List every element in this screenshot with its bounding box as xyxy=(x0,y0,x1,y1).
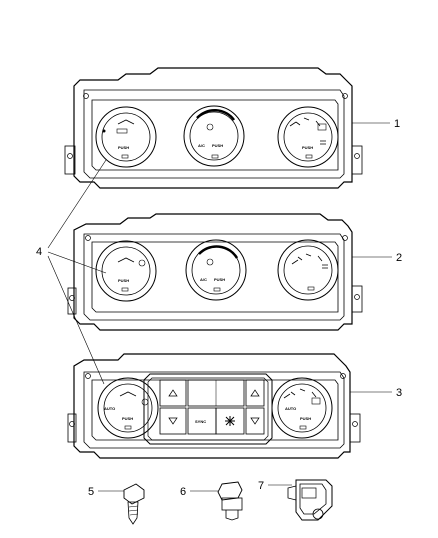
panel1-mode-knob[interactable]: PUSH xyxy=(277,106,339,168)
callout-5: 5 xyxy=(88,486,94,498)
panel3-sync-button[interactable]: SYNC xyxy=(187,407,217,435)
climate-control-panel-2: PUSH A/C PUSH xyxy=(67,213,363,331)
panel3-sync-label: SYNC xyxy=(195,419,206,424)
part-5-screw xyxy=(123,483,145,525)
panel3-mode-knob[interactable]: AUTO PUSH xyxy=(271,377,333,439)
panel1-temperature-knob-left[interactable]: PUSH xyxy=(95,106,157,168)
climate-control-panel-3: AUTO PUSH SYNC xyxy=(67,353,361,459)
callout-7: 7 xyxy=(258,480,264,492)
panel3-left-auto-label: AUTO xyxy=(104,406,115,411)
panel3-fan-button[interactable] xyxy=(215,407,245,435)
panel2-left-push-label: PUSH xyxy=(118,278,129,283)
panel1-right-push-label: PUSH xyxy=(302,145,313,150)
panel2-center-push-label: PUSH xyxy=(214,277,225,282)
panel1-ac-label: A/C xyxy=(198,143,205,148)
callout-3: 3 xyxy=(396,387,402,399)
callout-2: 2 xyxy=(396,252,402,264)
panel3-left-push-label: PUSH xyxy=(122,416,133,421)
panel3-temp-down-button[interactable] xyxy=(159,407,187,435)
panel3-display xyxy=(187,379,245,407)
panel3-right-temp-down-button[interactable] xyxy=(245,407,265,435)
fan-icon xyxy=(225,416,235,426)
panel3-temp-up-button[interactable] xyxy=(159,379,187,407)
panel3-center-button-block: SYNC xyxy=(143,373,273,445)
panel1-left-push-label: PUSH xyxy=(118,145,129,150)
climate-control-panel-1: PUSH A/C PUSH PUSH xyxy=(64,67,363,189)
panel2-ac-label: A/C xyxy=(200,277,207,282)
callout-4: 4 xyxy=(36,246,42,258)
panel3-temperature-knob-left[interactable]: AUTO PUSH xyxy=(97,377,159,439)
callout-1: 1 xyxy=(394,118,400,130)
panel3-right-temp-up-button[interactable] xyxy=(245,379,265,407)
panel2-fan-knob[interactable]: A/C PUSH xyxy=(185,239,247,301)
panel3-right-push-label: PUSH xyxy=(300,416,311,421)
part-7-sensor xyxy=(287,479,333,521)
panel1-center-push-label: PUSH xyxy=(212,143,223,148)
panel3-right-auto-label: AUTO xyxy=(285,406,296,411)
leader-lines xyxy=(47,122,392,492)
panel1-fan-knob[interactable]: A/C PUSH xyxy=(183,105,245,167)
panel2-mode-knob[interactable] xyxy=(277,239,339,301)
part-6-bulb-socket xyxy=(217,481,243,521)
panel2-temperature-knob-left[interactable]: PUSH xyxy=(95,240,157,302)
callout-6: 6 xyxy=(180,486,186,498)
